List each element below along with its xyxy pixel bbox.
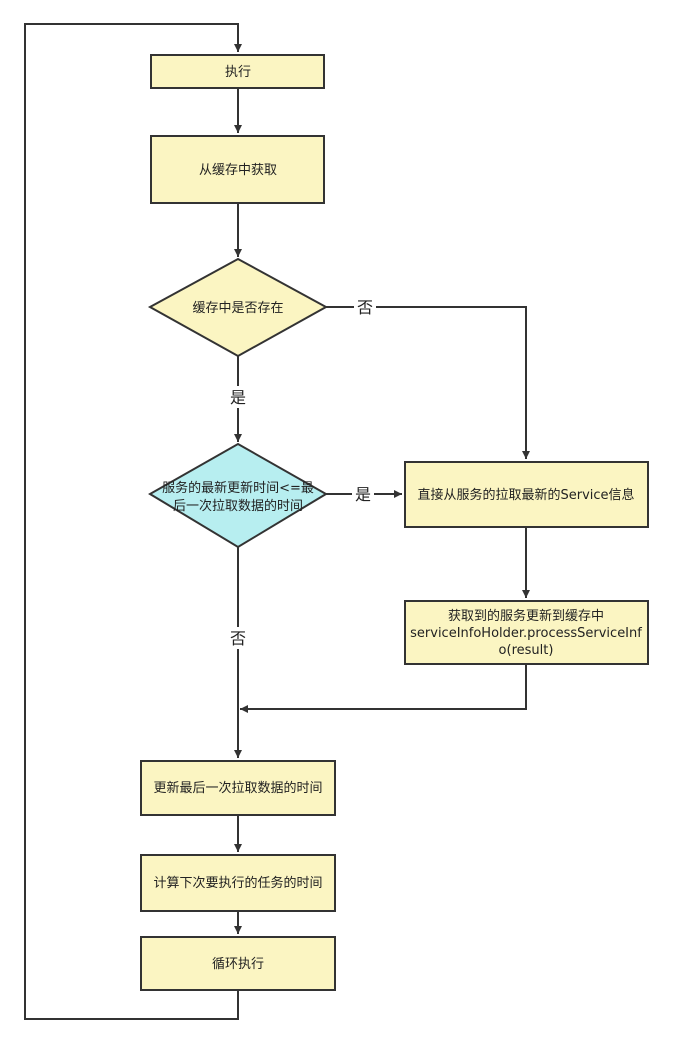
node-calc-next-label: 计算下次要执行的任务的时间 [153, 875, 322, 891]
node-execute: 执行 [150, 54, 325, 89]
edge-label-time-yes: 是 [352, 483, 374, 505]
node-update-cache: 获取到的服务更新到缓存中 serviceInfoHolder.processSe… [404, 600, 649, 665]
node-update-cache-label-line1: 获取到的服务更新到缓存中 [448, 608, 604, 624]
node-loop: 循环执行 [140, 936, 336, 991]
node-update-cache-label-line2: serviceInfoHolder.processServiceInf [410, 626, 642, 641]
node-fetch-latest-label: 直接从服务的拉取最新的Service信息 [417, 487, 634, 503]
edge-update-to-merge [240, 664, 527, 713]
node-update-cache-label-line3: o(result) [499, 643, 554, 658]
edge-labels: 否 是 是 否 [227, 296, 376, 649]
node-get-from-cache-label: 从缓存中获取 [199, 163, 277, 178]
node-update-time-label: 更新最后一次拉取数据的时间 [153, 780, 322, 796]
edge-label-time-yes-text: 是 [355, 485, 371, 504]
nodes: 执行 从缓存中获取 缓存中是否存在 服务的最新更新时间<=最 后一次拉取数据的时… [140, 54, 649, 991]
node-cache-exists-label: 缓存中是否存在 [192, 301, 283, 316]
edge-loop-back [24, 23, 242, 1020]
node-update-time: 更新最后一次拉取数据的时间 [140, 760, 336, 816]
node-execute-label: 执行 [225, 65, 251, 80]
edge-label-time-no-text: 否 [230, 629, 246, 648]
edge-label-cache-no-text: 否 [357, 298, 373, 317]
edge-label-cache-yes: 是 [227, 386, 249, 408]
node-get-from-cache: 从缓存中获取 [150, 135, 325, 204]
edge-label-cache-yes-text: 是 [230, 388, 246, 407]
edge-cache-no [326, 306, 530, 459]
node-fetch-latest: 直接从服务的拉取最新的Service信息 [404, 461, 649, 528]
edge-label-cache-no: 否 [354, 296, 376, 318]
node-time-check-label-line2: 后一次拉取数据的时间 [173, 498, 303, 514]
node-time-check-label-line1: 服务的最新更新时间<=最 [162, 480, 314, 496]
node-calc-next: 计算下次要执行的任务的时间 [140, 854, 336, 912]
edge-label-time-no: 否 [227, 627, 249, 649]
node-cache-exists: 缓存中是否存在 [147, 257, 329, 358]
node-loop-label: 循环执行 [212, 957, 264, 972]
node-time-check: 服务的最新更新时间<=最 后一次拉取数据的时间 [148, 442, 328, 549]
